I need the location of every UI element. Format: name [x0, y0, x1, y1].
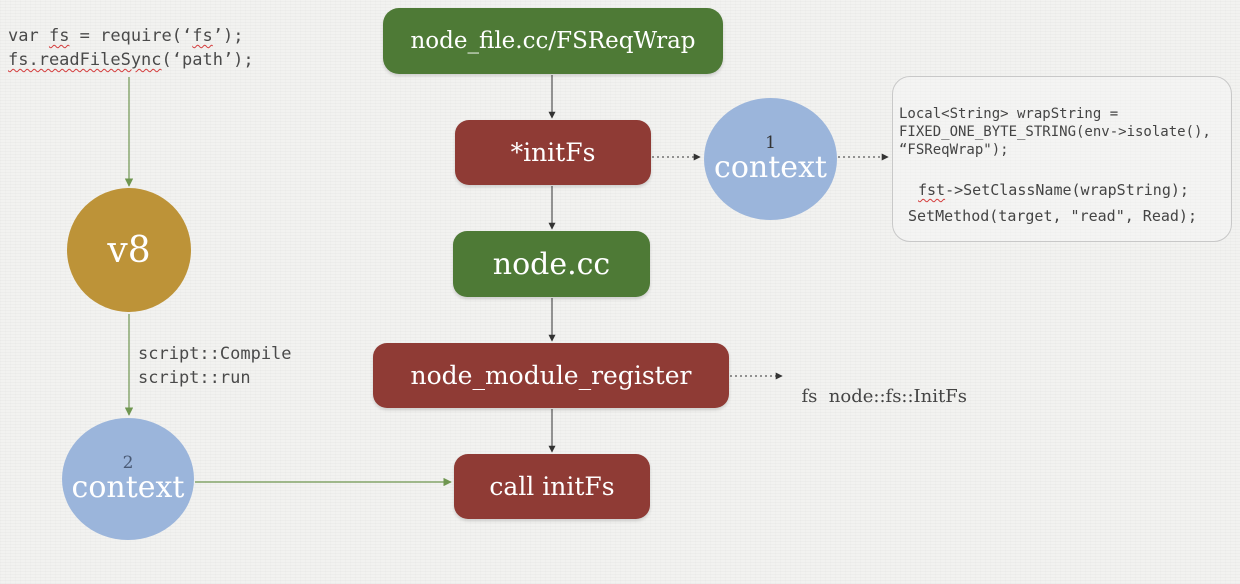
code-panel-text: Local<String> wrapString = FIXED_ONE_BYT… [899, 105, 1211, 159]
nodecc-label: node.cc [492, 246, 611, 282]
script-run-label: script::run [138, 368, 251, 388]
nodecc-node: node.cc [453, 231, 650, 297]
code-panel-line-5: SetMethod(target, "read", Read); [908, 206, 1197, 226]
initfs-node: *initFs [455, 120, 651, 185]
call-initfs-label: call initFs [489, 472, 615, 501]
code-token-misspelled: fst [918, 181, 946, 199]
fsreqwrap-node: node_file.cc/FSReqWrap [383, 8, 723, 74]
code-token: ’); [212, 26, 244, 46]
code-panel-line-3: “FSReqWrap"); [899, 142, 1009, 158]
code-token-misspelled: fs [48, 26, 70, 46]
code-token: var [8, 26, 49, 46]
context-1-number: 1 [765, 133, 776, 153]
initfs-label: *initFs [510, 138, 596, 167]
script-annotation: script::Compile script::run [138, 342, 292, 390]
code-token-misspelled: fs.readFileSync [8, 50, 162, 70]
module-register-node: node_module_register [373, 343, 729, 408]
fsreqwrap-label: node_file.cc/FSReqWrap [410, 28, 696, 54]
fs-initfs-label: fs node::fs::InitFs [801, 386, 967, 407]
v8-node: v8 [67, 188, 191, 312]
code-token: (‘path’); [161, 50, 254, 70]
code-panel-line-1: Local<String> wrapString = [899, 106, 1119, 122]
js-code-line-1: var fs = require(‘fs’); [8, 24, 254, 48]
context-1-node: 1 context [704, 98, 837, 220]
v8-label: v8 [107, 229, 151, 271]
module-register-label: node_module_register [410, 361, 692, 390]
js-code-snippet: var fs = require(‘fs’); fs.readFileSync(… [8, 24, 254, 72]
code-token: ->SetClassName(wrapString); [945, 181, 1189, 199]
context-2-label: context [71, 470, 185, 505]
context-2-number: 2 [122, 453, 134, 473]
code-token-misspelled: fs [192, 26, 213, 46]
code-token: SetMethod(target, "read", Read); [908, 207, 1197, 225]
call-initfs-node: call initFs [454, 454, 650, 519]
code-panel-line-2: FIXED_ONE_BYTE_STRING(env->isolate(), [899, 124, 1211, 140]
code-panel: Local<String> wrapString = FIXED_ONE_BYT… [892, 76, 1232, 242]
fs-initfs-annotation: fs node::fs::InitFs [790, 365, 967, 407]
js-code-line-2: fs.readFileSync(‘path’); [8, 48, 254, 72]
script-compile-label: script::Compile [138, 344, 292, 364]
code-token: = require(‘ [69, 26, 193, 46]
context-2-node: 2 context [62, 418, 194, 540]
context-1-label: context [714, 150, 827, 185]
code-panel-line-4: fst->SetClassName(wrapString); [918, 180, 1189, 200]
